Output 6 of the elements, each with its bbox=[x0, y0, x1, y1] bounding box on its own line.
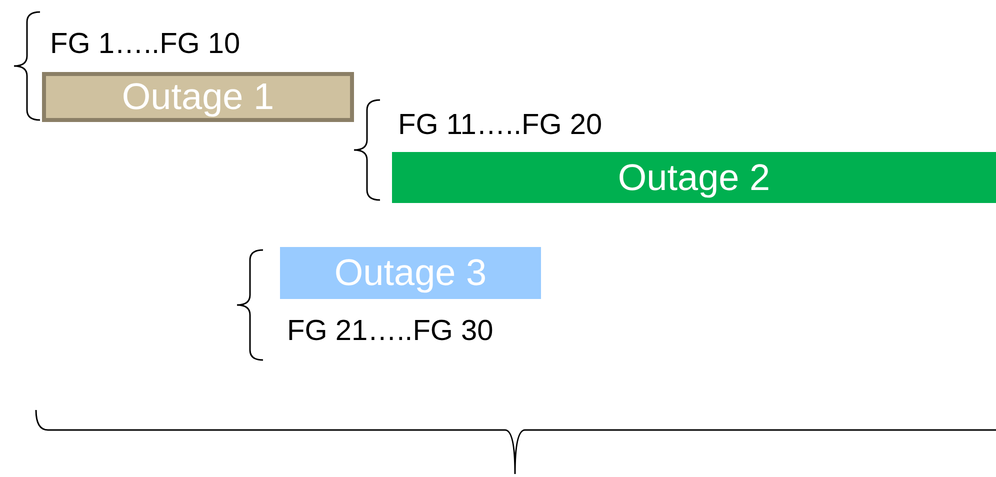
outage-bar: Outage 1 bbox=[42, 72, 354, 122]
outage-bar: Outage 3 bbox=[280, 247, 541, 299]
range-label: FG 11…..FG 20 bbox=[398, 108, 602, 142]
range-label: FG 1…..FG 10 bbox=[50, 27, 240, 61]
range-label: FG 21…..FG 30 bbox=[287, 314, 494, 348]
outage-bar: Outage 2 bbox=[392, 152, 996, 203]
